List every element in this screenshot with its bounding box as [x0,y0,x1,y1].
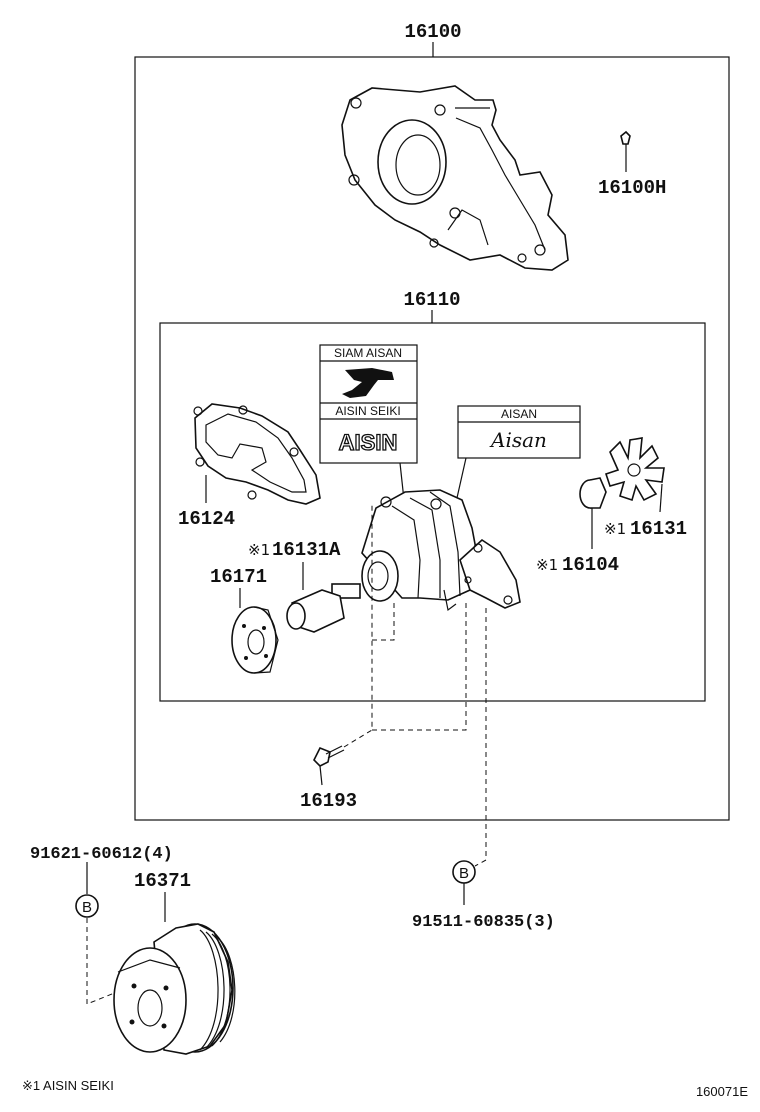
impeller-16131 [604,437,665,513]
gasket-16124 [193,403,321,505]
bolt-mark-b-right: B [459,865,469,882]
aisin-seiki-label: AISIN SEIKI [335,404,400,418]
water-pump-body [361,489,521,612]
bearing-shaft-16131A [286,562,361,633]
bolt-mark-b-left: B [82,899,92,916]
diagram-code: 160071E [696,1084,748,1099]
aisan-script-logo: Aisan [489,428,547,452]
flange-16171 [231,588,279,674]
part-number-16100: 16100 [404,21,461,43]
part-number-91621: 91621-60612(4) [30,845,173,864]
part-number-16104: 16104 [562,554,619,576]
note-mark-16104: ※1 [536,556,558,574]
part-number-16131A: 16131A [272,539,341,561]
aisan-label-box: AISAN Aisan [451,405,581,521]
siam-aisan-logo [342,368,394,398]
siam-aisan-label: SIAM AISAN [334,346,402,360]
aisin-logo: AISIN [339,430,398,455]
pulley-16371 [113,923,236,1055]
bolt-16193 [313,505,467,786]
part-number-16371: 16371 [134,870,191,892]
part-number-16100H: 16100H [598,177,666,199]
part-number-16171: 16171 [210,566,267,588]
bolt-callout-right: B [452,608,487,905]
assembly-frame-16100 [134,56,730,821]
part-number-16124: 16124 [178,508,235,530]
pump-cover-plate [341,85,569,271]
note-mark-16131A: ※1 [248,541,270,559]
part-number-91511: 91511-60835(3) [412,913,555,932]
part-number-16131: 16131 [630,518,687,540]
part-number-16110: 16110 [403,289,460,311]
aisan-label: AISAN [501,407,537,421]
manufacturer-label-box: SIAM AISAN AISIN SEIKI AISIN [319,344,418,501]
note-mark-16131: ※1 [604,520,626,538]
plug-16100H [620,130,631,172]
footnote: ※1 AISIN SEIKI [22,1078,114,1093]
seal-16104 [579,477,607,549]
part-number-16193: 16193 [300,790,357,812]
